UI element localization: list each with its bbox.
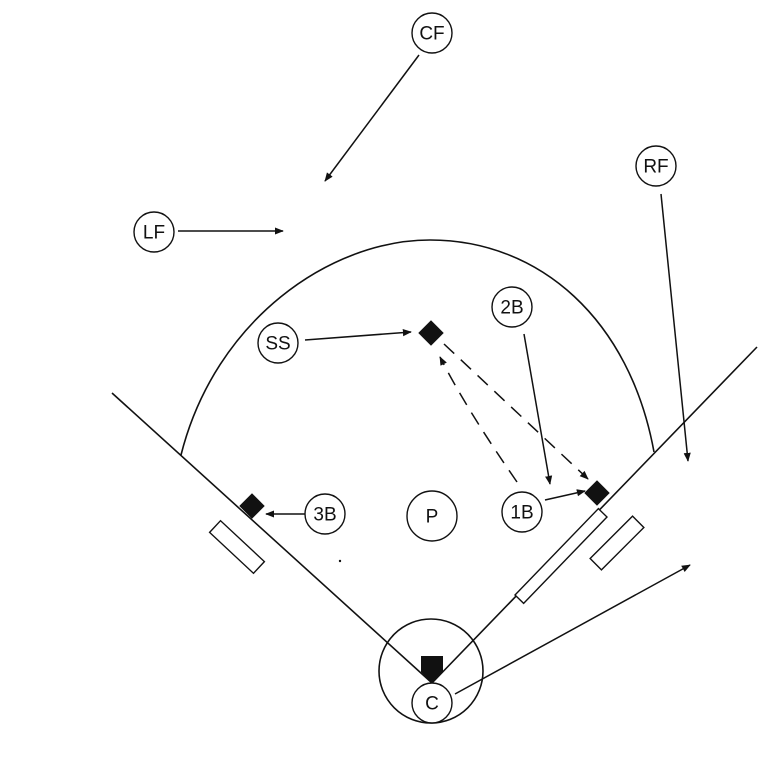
rf-arrow [660,193,691,462]
position-1b-circle [501,491,543,533]
third-base-dugout [208,519,266,575]
position-1b: 1B [501,491,543,533]
position-p-label: P [426,507,439,528]
position-p-circle [406,490,458,542]
position-c-label: C [425,694,439,715]
throw-path-to-second [439,356,518,483]
field-dot [338,559,342,563]
third-base-foul-line [111,392,433,684]
first-base-coach-box [514,507,608,605]
position-ss-circle [257,322,299,364]
first-base [584,480,610,506]
throw-path-to-first [443,343,589,480]
position-rf: RF [635,145,677,187]
position-3b-circle [304,493,346,535]
position-c-circle [411,682,453,724]
first-base-arrow [544,489,586,501]
position-3b-label: 3B [313,505,336,526]
catcher-arrow [454,564,691,695]
position-p: P [406,490,458,542]
position-1b-label: 1B [510,503,533,524]
position-cf-label: CF [419,24,444,45]
home-plate [421,656,443,683]
ss-arrow [304,329,412,341]
position-ss-label: SS [265,334,290,355]
position-c: C [411,682,453,724]
position-3b: 3B [304,493,346,535]
cf-arrow [324,54,420,182]
position-lf-circle [133,211,175,253]
position-lf-label: LF [143,223,165,244]
position-2b-label: 2B [500,298,523,319]
infield-arc [180,239,655,456]
position-cf-circle [411,12,453,54]
position-lf: LF [133,211,175,253]
position-cf: CF [411,12,453,54]
third-base [239,493,265,519]
position-2b: 2B [491,286,533,328]
position-ss: SS [257,322,299,364]
position-rf-circle [635,145,677,187]
first-base-dugout [589,515,645,571]
second-base [418,320,444,346]
position-rf-label: RF [643,157,668,178]
position-2b-circle [491,286,533,328]
second-base-arrow [523,333,553,485]
